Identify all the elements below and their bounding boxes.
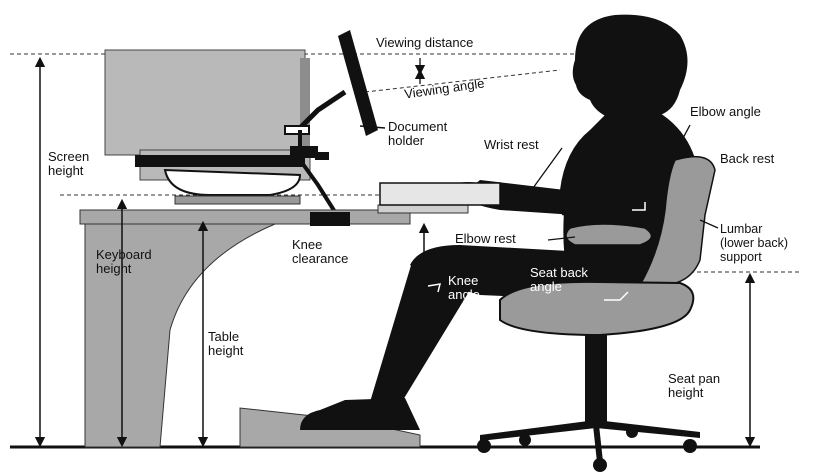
- label-keyboard-height: Keyboard height: [96, 248, 152, 276]
- keyboard-tray: [135, 155, 305, 167]
- monitor: [105, 50, 310, 204]
- label-screen-height: Screen height: [48, 150, 89, 178]
- label-knee-angle: Knee angle: [448, 274, 480, 302]
- label-knee-clearance: Knee clearance: [292, 238, 348, 266]
- label-lumbar-support: Lumbar (lower back) support: [720, 222, 788, 264]
- label-document-holder: Document holder: [388, 120, 447, 148]
- label-table-height: Table height: [208, 330, 243, 358]
- label-viewing-distance: Viewing distance: [376, 36, 473, 50]
- label-elbow-rest: Elbow rest: [455, 232, 516, 246]
- label-seat-pan-height: Seat pan height: [668, 372, 720, 400]
- label-wrist-rest: Wrist rest: [484, 138, 539, 152]
- keyboard: [380, 183, 500, 205]
- label-elbow-angle: Elbow angle: [690, 105, 761, 119]
- tray-block: [290, 146, 318, 158]
- label-seat-back-angle: Seat back angle: [530, 266, 588, 294]
- label-back-rest: Back rest: [720, 152, 774, 166]
